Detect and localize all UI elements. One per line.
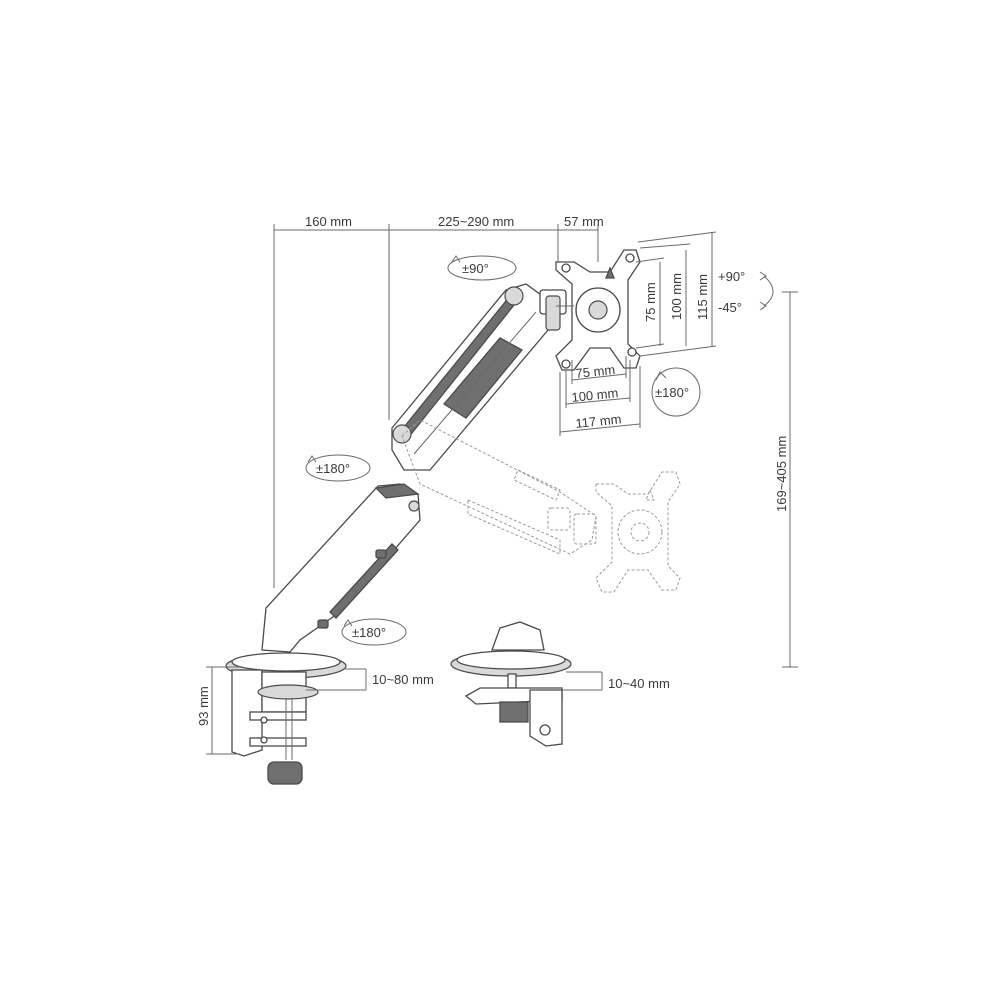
rotation-base-swivel-label: ±180°: [352, 625, 386, 640]
ghost-vesa-plate: [595, 471, 681, 593]
grommet-dimension-lines: [562, 671, 603, 691]
dim-clamp-height-label: 93 mm: [196, 686, 211, 726]
dim-grommet-thickness-label: 10~40 mm: [608, 676, 670, 691]
ghost-lower-arm: [401, 419, 597, 555]
dim-vesa-100-label: 100 mm: [571, 385, 619, 405]
dim-vesa-75-v-label: 75 mm: [643, 282, 658, 322]
grommet-base: [450, 621, 572, 747]
top-dimension-line: [273, 224, 599, 588]
upper-arm: [391, 283, 549, 471]
dim-clamp-thickness-label: 10~80 mm: [372, 672, 434, 687]
rotation-head-swivel-label: ±90°: [462, 261, 489, 276]
rotation-tilt-down-label: -45°: [718, 300, 742, 315]
rotation-plate-rotate: [651, 367, 701, 417]
dim-plate-width-label: 117 mm: [575, 411, 622, 431]
head-joint: [539, 289, 574, 331]
rotation-tilt: [759, 271, 774, 311]
dim-plate-height-label: 115 mm: [695, 274, 710, 320]
rotation-head-swivel: [447, 255, 517, 281]
dim-height-range-label: 169~405 mm: [774, 436, 789, 512]
dim-arm-reach-label: 225~290 mm: [438, 214, 514, 229]
clamp-base: [225, 652, 347, 785]
vesa-horizontal-dimensions: [559, 356, 641, 436]
rotation-base-swivel: [341, 618, 407, 646]
dim-vesa-75-label: 75 mm: [575, 362, 616, 381]
rotation-plate-rotate-label: ±180°: [655, 385, 689, 400]
clamp-dimension-lines: [206, 666, 367, 755]
lower-arm: [261, 483, 421, 653]
rotation-tilt-up-label: +90°: [718, 269, 745, 284]
vesa-vertical-dimensions: [635, 231, 717, 357]
rotation-mid-swivel-label: ±180°: [316, 461, 350, 476]
height-dimension-line: [782, 291, 798, 668]
rotation-mid-swivel: [305, 454, 371, 482]
dim-head-depth-label: 57 mm: [564, 214, 604, 229]
dim-arm-base-label: 160 mm: [305, 214, 352, 229]
vesa-plate: [555, 249, 641, 371]
dim-vesa-100-v-label: 100 mm: [669, 273, 684, 320]
